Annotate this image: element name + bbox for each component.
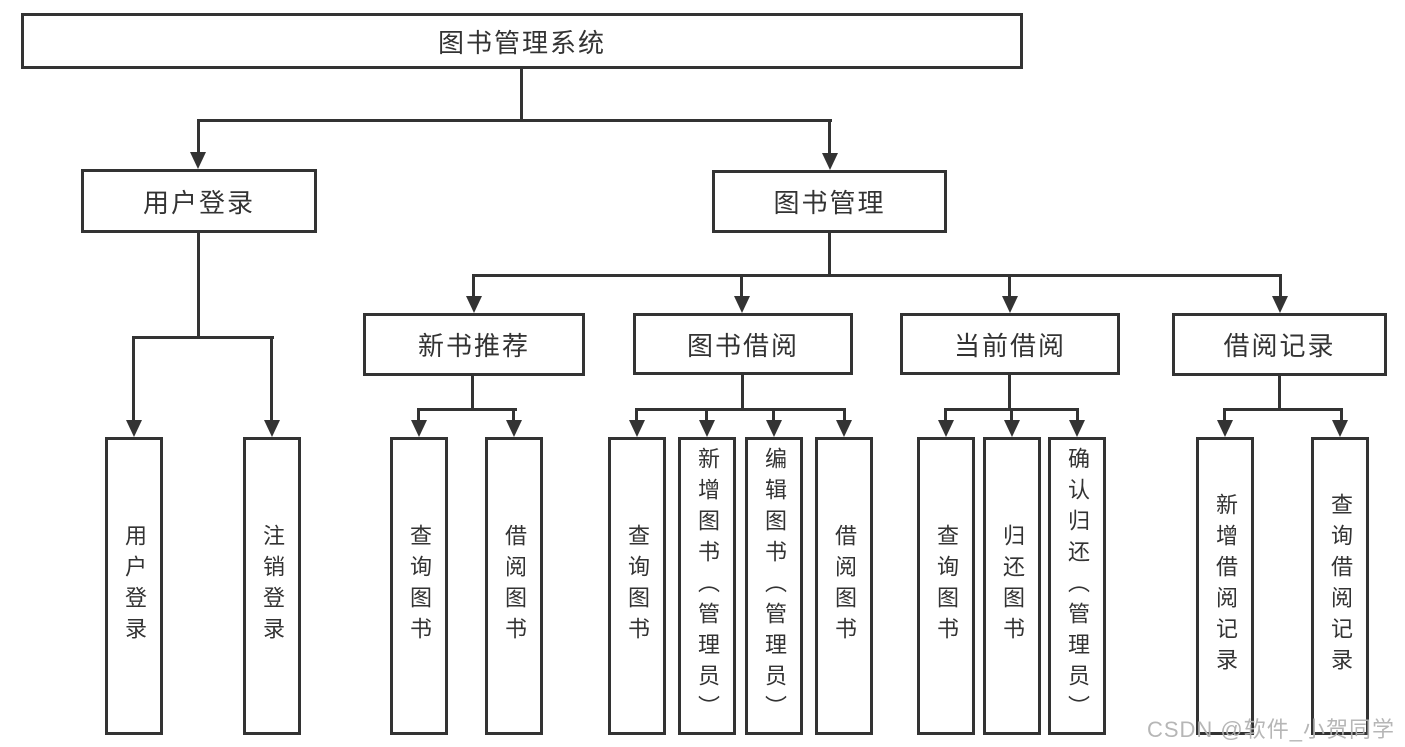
connector-line	[635, 408, 638, 422]
node-book-borrow-label: 图书借阅	[686, 330, 799, 361]
leaf-confirm-return-admin-label: 确认归还（管理员）	[1065, 446, 1090, 726]
connector-line	[828, 119, 831, 158]
connector-line	[197, 119, 832, 122]
arrow-down-icon	[466, 296, 482, 313]
leaf-query-borrow-record: 查询借阅记录	[1311, 437, 1369, 735]
connector-line	[944, 408, 947, 422]
connector-line	[741, 375, 744, 408]
leaf-query-book-recommend-label: 查询图书	[407, 524, 432, 648]
arrow-down-icon	[938, 420, 954, 437]
connector-line	[417, 408, 517, 411]
leaf-add-borrow-record-label: 新增借阅记录	[1213, 493, 1238, 679]
arrow-down-icon	[1069, 420, 1085, 437]
leaf-borrow-book: 借阅图书	[815, 437, 873, 735]
connector-line	[1008, 274, 1011, 299]
connector-line	[1340, 408, 1343, 422]
node-current-borrow: 当前借阅	[900, 313, 1120, 375]
connector-line	[472, 274, 1282, 277]
leaf-borrow-book-recommend-label: 借阅图书	[502, 524, 527, 648]
leaf-user-login: 用户登录	[105, 437, 163, 735]
arrow-down-icon	[190, 152, 206, 169]
leaf-add-book-admin-label: 新增图书（管理员）	[695, 446, 720, 726]
arrow-down-icon	[1004, 420, 1020, 437]
connector-line	[1010, 408, 1013, 422]
arrow-down-icon	[734, 296, 750, 313]
connector-line	[520, 69, 523, 119]
leaf-add-borrow-record: 新增借阅记录	[1196, 437, 1254, 735]
connector-line	[1076, 408, 1079, 422]
leaf-query-book-borrow: 查询图书	[608, 437, 666, 735]
leaf-logout-label: 注销登录	[260, 524, 285, 648]
node-new-book-recommend-label: 新书推荐	[417, 331, 530, 361]
arrow-down-icon	[264, 420, 280, 437]
arrow-down-icon	[766, 420, 782, 437]
connector-line	[828, 233, 831, 277]
node-root: 图书管理系统	[21, 13, 1023, 69]
leaf-return-book: 归还图书	[983, 437, 1041, 735]
leaf-user-login-label: 用户登录	[122, 524, 147, 648]
connector-line	[705, 408, 708, 422]
node-user-login-label: 用户登录	[142, 187, 255, 218]
watermark: CSDN @软件_小贺同学	[1146, 717, 1395, 742]
node-book-borrow: 图书借阅	[633, 313, 853, 375]
arrow-down-icon	[411, 420, 427, 437]
connector-line	[772, 408, 775, 422]
arrow-down-icon	[836, 420, 852, 437]
leaf-edit-book-admin: 编辑图书（管理员）	[745, 437, 803, 735]
connector-line	[132, 336, 135, 422]
arrow-down-icon	[1272, 296, 1288, 313]
node-current-borrow-label: 当前借阅	[953, 330, 1066, 361]
leaf-borrow-book-label: 借阅图书	[832, 524, 857, 648]
leaf-logout: 注销登录	[243, 437, 301, 735]
arrow-down-icon	[1002, 296, 1018, 313]
leaf-query-book-recommend: 查询图书	[390, 437, 448, 735]
connector-line	[740, 274, 743, 299]
leaf-query-book-borrow-label: 查询图书	[625, 524, 650, 648]
connector-line	[843, 408, 846, 422]
node-user-login: 用户登录	[81, 169, 317, 233]
arrow-down-icon	[126, 420, 142, 437]
leaf-query-borrow-record-label: 查询借阅记录	[1328, 493, 1353, 679]
leaf-edit-book-admin-label: 编辑图书（管理员）	[762, 446, 787, 726]
leaf-borrow-book-recommend: 借阅图书	[485, 437, 543, 735]
node-borrow-record-label: 借阅记录	[1223, 331, 1336, 361]
connector-line	[1223, 408, 1226, 422]
connector-line	[1279, 274, 1282, 299]
connector-line	[1223, 408, 1343, 411]
connector-line	[197, 233, 200, 336]
connector-line	[417, 408, 420, 422]
arrow-down-icon	[506, 420, 522, 437]
connector-line	[635, 408, 846, 411]
leaf-query-book-current: 查询图书	[917, 437, 975, 735]
leaf-query-book-current-label: 查询图书	[934, 524, 959, 648]
node-borrow-record: 借阅记录	[1172, 313, 1387, 376]
leaf-add-book-admin: 新增图书（管理员）	[678, 437, 736, 735]
arrow-down-icon	[1217, 420, 1233, 437]
connector-line	[132, 336, 274, 339]
node-book-mgmt-label: 图书管理	[773, 188, 886, 218]
node-root-label: 图书管理系统	[437, 27, 606, 58]
arrow-down-icon	[699, 420, 715, 437]
connector-line	[471, 376, 474, 408]
arrow-down-icon	[822, 153, 838, 170]
connector-line	[472, 274, 475, 299]
connector-line	[1278, 376, 1281, 408]
leaf-confirm-return-admin: 确认归还（管理员）	[1048, 437, 1106, 735]
node-new-book-recommend: 新书推荐	[363, 313, 585, 376]
arrow-down-icon	[1332, 420, 1348, 437]
connector-line	[270, 336, 273, 422]
connector-line	[512, 408, 515, 422]
arrow-down-icon	[629, 420, 645, 437]
node-book-mgmt: 图书管理	[712, 170, 947, 233]
connector-line	[1008, 375, 1011, 408]
leaf-return-book-label: 归还图书	[1000, 524, 1025, 648]
connector-line	[197, 119, 200, 157]
